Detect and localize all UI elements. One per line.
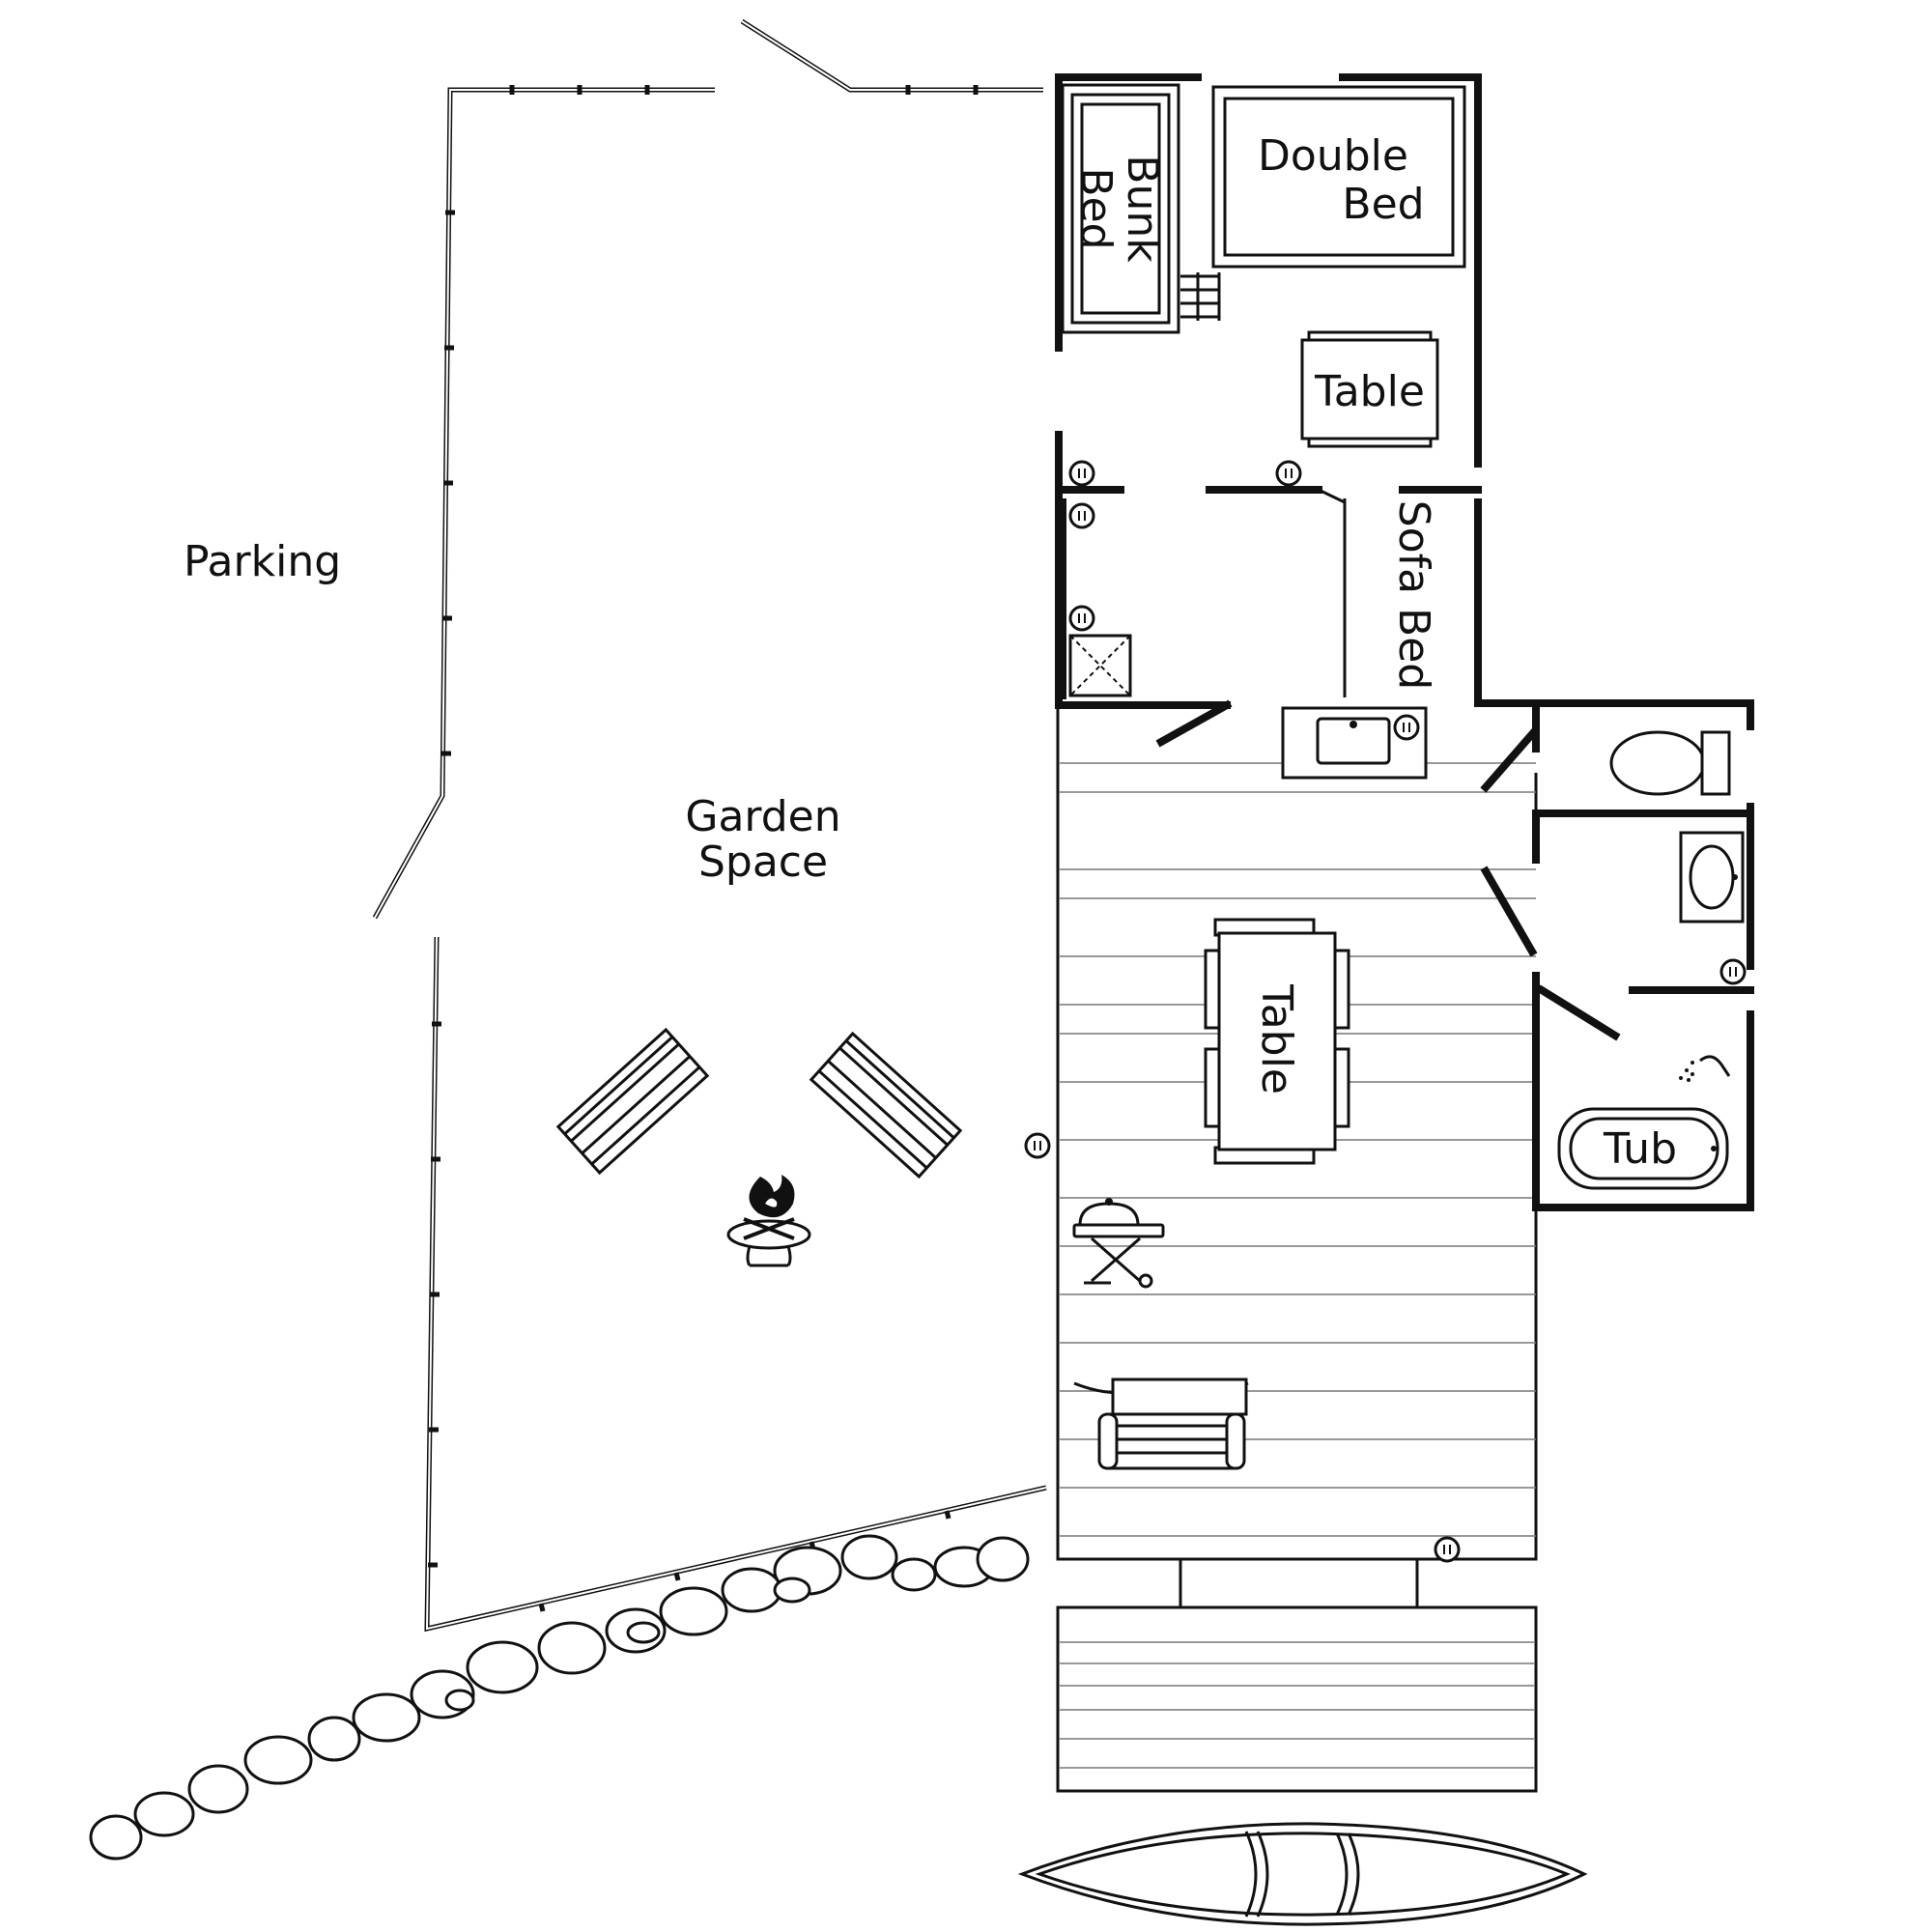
double-bed-label-line1: Double — [1258, 131, 1408, 181]
double-bed-label-line2: Bed — [1342, 180, 1424, 229]
sofa-bed-label: Sofa Bed — [1389, 500, 1438, 690]
grill-icon — [1072, 1198, 1165, 1289]
bathtub — [1557, 1107, 1729, 1190]
cabin-walls — [1055, 73, 1754, 1211]
garden-label-line1: Garden — [685, 792, 840, 841]
bunk-bed — [1061, 83, 1180, 334]
double-bed — [1211, 85, 1466, 269]
garden-label-line2: Space — [698, 838, 828, 887]
bunk-bed-label-line1: Bunk — [1118, 155, 1167, 263]
bathroom-sink — [1679, 831, 1745, 923]
garden-bench-right — [809, 1031, 963, 1179]
toilet — [1609, 730, 1731, 796]
canoe-icon — [1017, 1822, 1588, 1926]
parking-label: Parking — [184, 537, 341, 586]
storage-box — [1068, 634, 1132, 697]
deck — [1056, 709, 1538, 1793]
garden-fence — [372, 18, 1047, 1633]
outlet-icon — [1024, 460, 1747, 1563]
porch-swing-icon — [1073, 1378, 1249, 1470]
tub-label: Tub — [1603, 1124, 1677, 1174]
deck-table-label: Table — [1252, 983, 1301, 1094]
bedroom-table — [1300, 330, 1439, 448]
fire-pit-icon — [726, 1175, 811, 1267]
stone-path — [89, 1534, 1030, 1861]
bunk-ladder — [1180, 272, 1221, 321]
shower-icon — [1679, 1055, 1731, 1082]
deck-dining-table — [1204, 918, 1350, 1165]
bunk-bed-label-line2: Bed — [1071, 167, 1121, 249]
bedroom-table-label: Table — [1314, 367, 1425, 416]
garden-bench-left — [555, 1027, 710, 1176]
